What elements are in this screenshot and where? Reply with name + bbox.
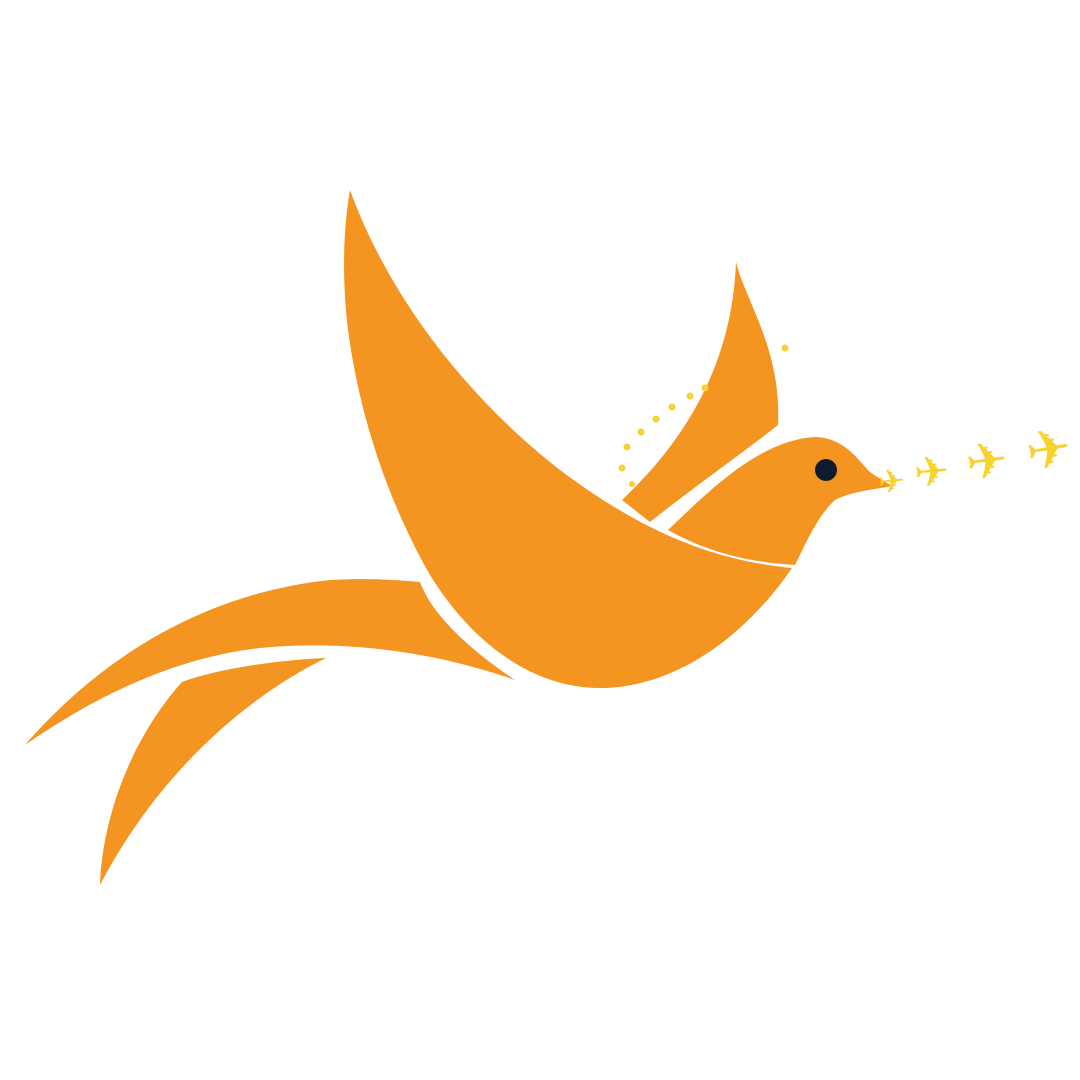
airplane-icon: ✈ (912, 446, 951, 498)
bird-eye (815, 459, 837, 481)
dotted-trail (618, 344, 789, 487)
airplane-icon: ✈ (962, 430, 1012, 493)
bird-lower-tail-feather (100, 658, 326, 885)
bird-upper-tail-feather (25, 579, 515, 745)
airplane-icon: ✈ (876, 461, 906, 501)
airplane-icon: ✈ (1021, 415, 1077, 485)
bird-body-wing (344, 190, 792, 688)
airplane-trail: ✈ ✈ ✈ ✈ (876, 415, 1076, 502)
bird-back-wing (622, 262, 779, 522)
bird-icon (25, 190, 892, 885)
